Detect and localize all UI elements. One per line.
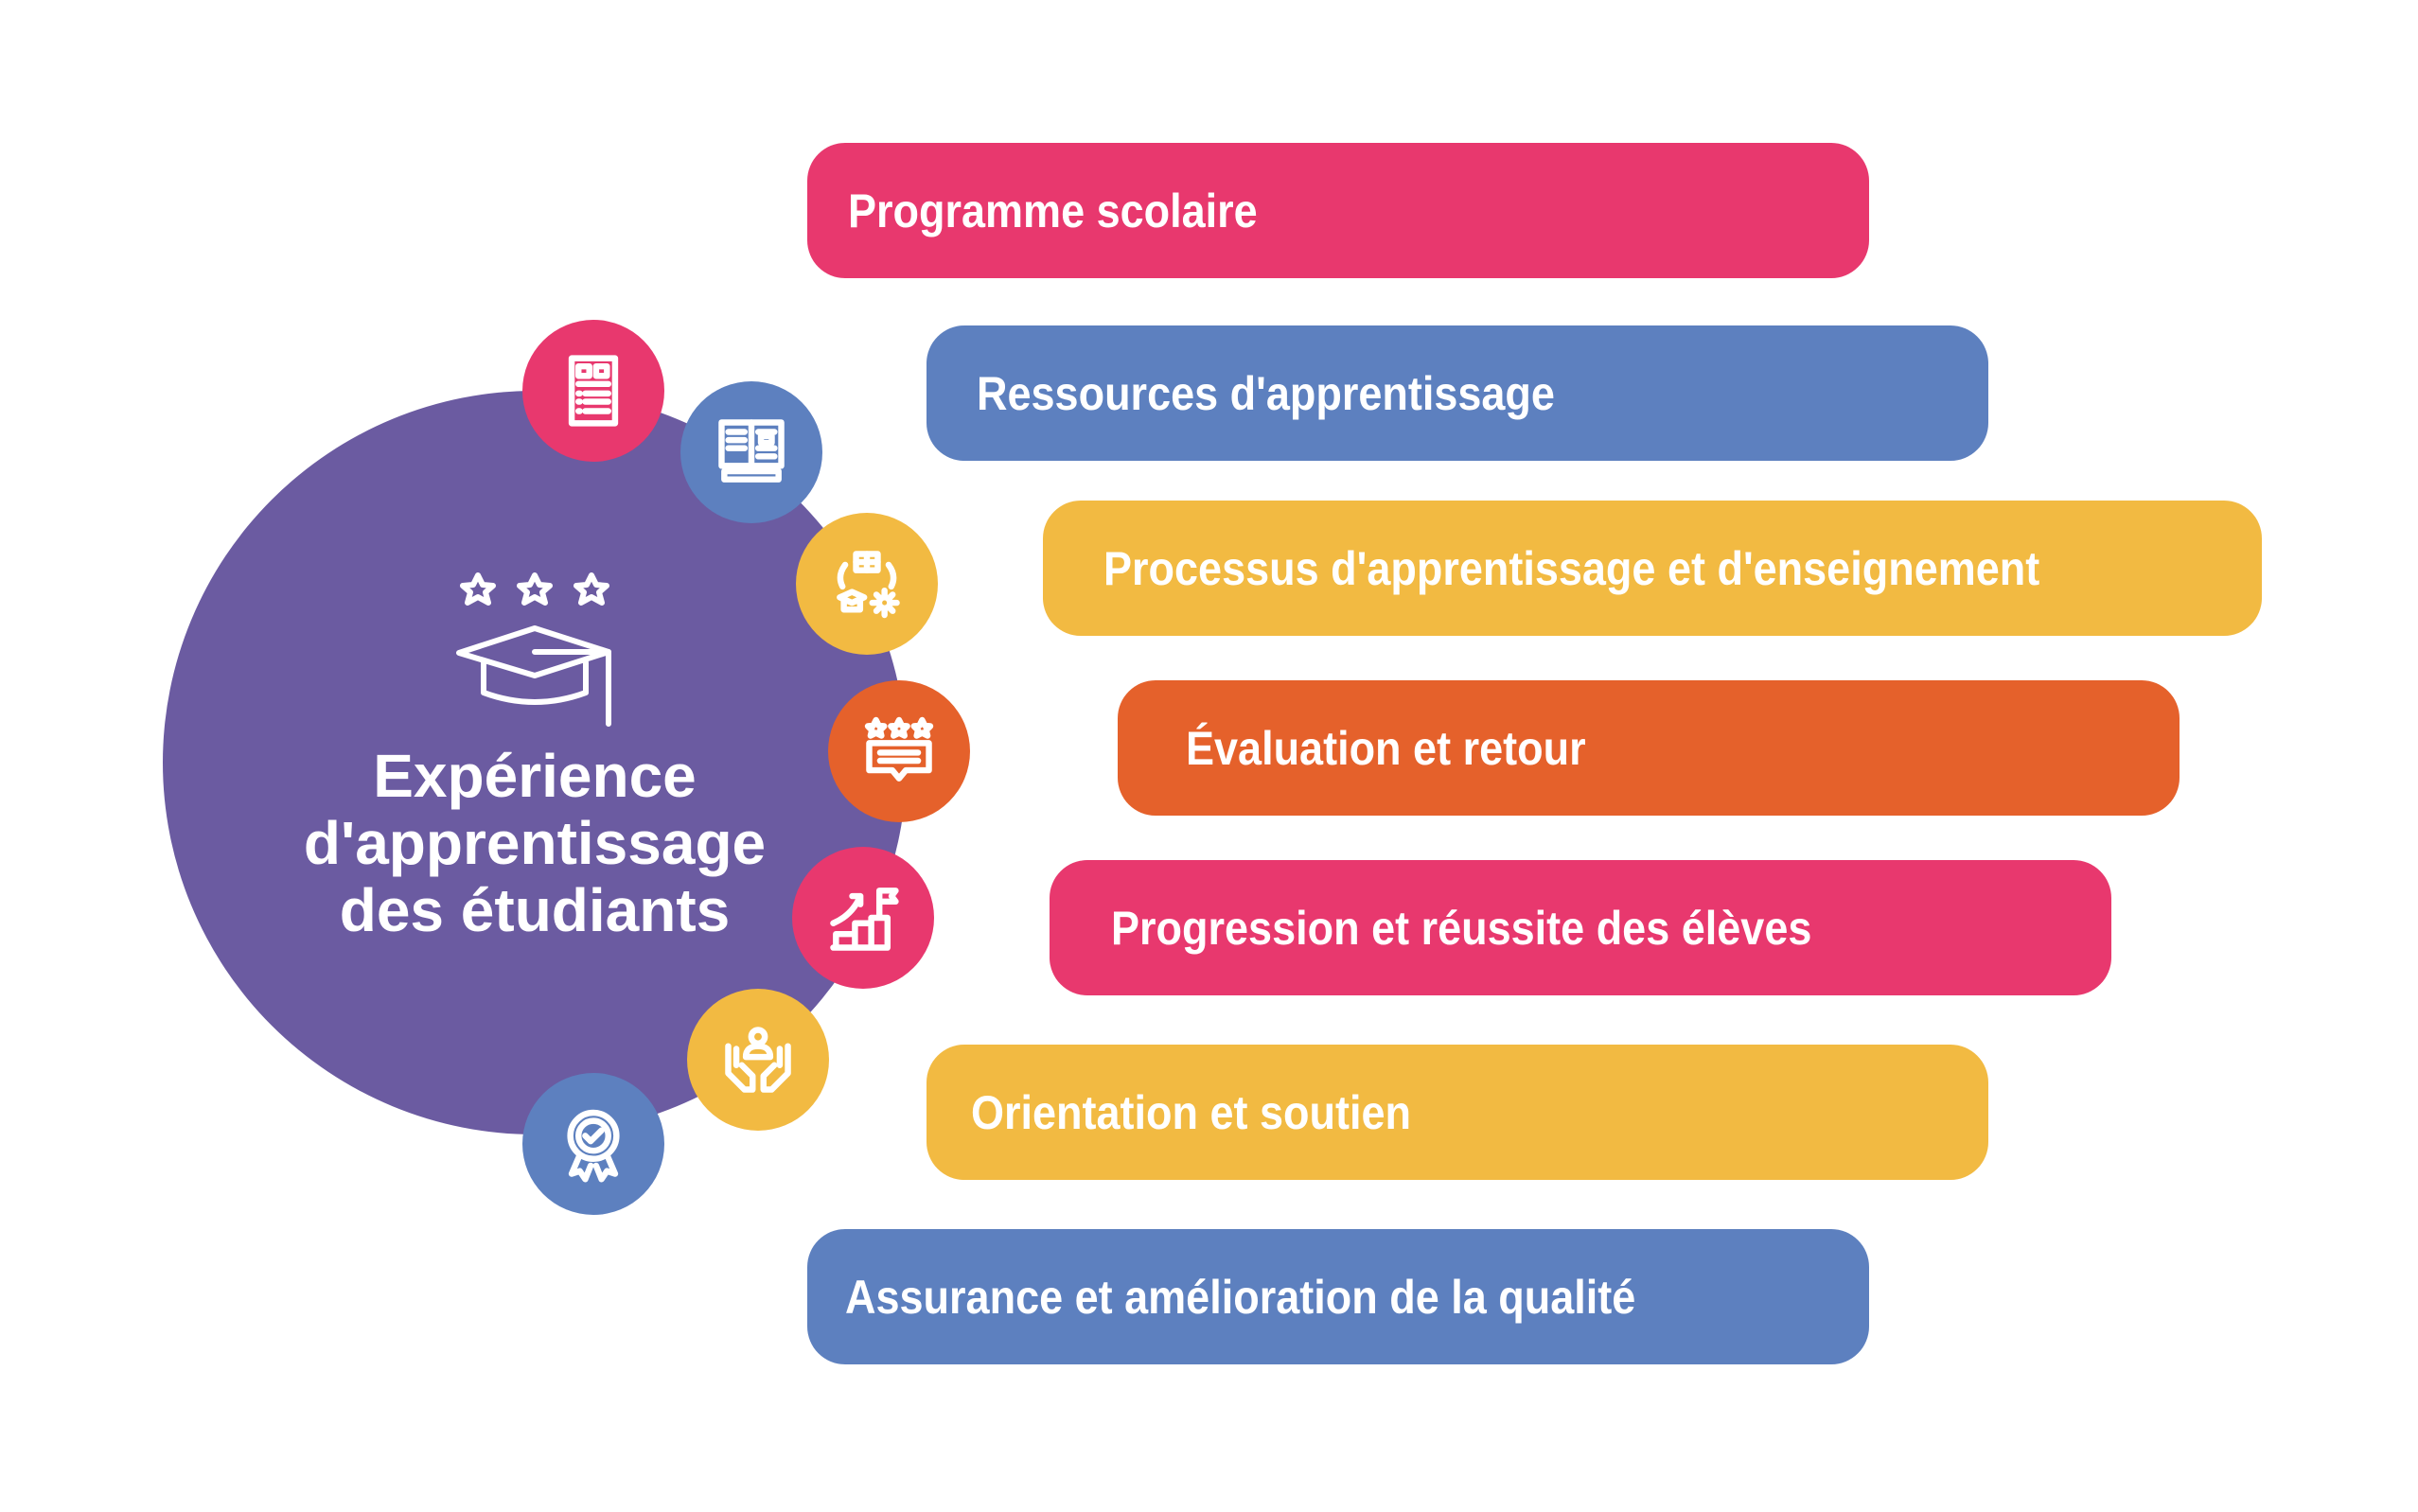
hub-title-line: des étudiants: [339, 876, 731, 944]
hub-title: Expérience d'apprentissage des étudiants: [163, 743, 907, 944]
item-label: Progression et réussite des élèves: [1111, 901, 1812, 955]
document-checklist-icon: [522, 320, 664, 462]
item-label: Évaluation et retour: [1186, 721, 1586, 775]
item-evaluation-retour: Évaluation et retour: [1118, 680, 2180, 816]
item-label: Processus d'apprentissage et d'enseignem…: [1103, 541, 2040, 595]
central-hub: Expérience d'apprentissage des étudiants: [163, 568, 907, 944]
item-progression-reussite: Progression et réussite des élèves: [1050, 860, 2111, 995]
item-assurance-qualite: Assurance et amélioration de la qualité: [807, 1229, 1869, 1364]
item-processus-apprentissage: Processus d'apprentissage et d'enseignem…: [1043, 501, 2262, 636]
quality-badge-icon: [522, 1073, 664, 1215]
item-ressources-apprentissage: Ressources d'apprentissage: [927, 325, 1988, 461]
hub-title-line: d'apprentissage: [303, 809, 767, 877]
graduation-cap-with-stars-icon: [456, 572, 611, 727]
learning-process-icon: [796, 513, 938, 655]
item-label: Orientation et soutien: [971, 1085, 1412, 1139]
item-label: Ressources d'apprentissage: [977, 366, 1555, 420]
item-label: Assurance et amélioration de la qualité: [845, 1270, 1636, 1324]
rating-feedback-icon: [828, 680, 970, 822]
item-programme-scolaire: Programme scolaire: [807, 143, 1869, 278]
item-label: Programme scolaire: [848, 184, 1258, 237]
item-orientation-soutien: Orientation et soutien: [927, 1045, 1988, 1180]
growth-chart-flag-icon: [792, 847, 934, 989]
supporting-hands-icon: [687, 989, 829, 1131]
hub-title-line: Expérience: [373, 742, 697, 810]
open-book-icon: [680, 381, 822, 523]
